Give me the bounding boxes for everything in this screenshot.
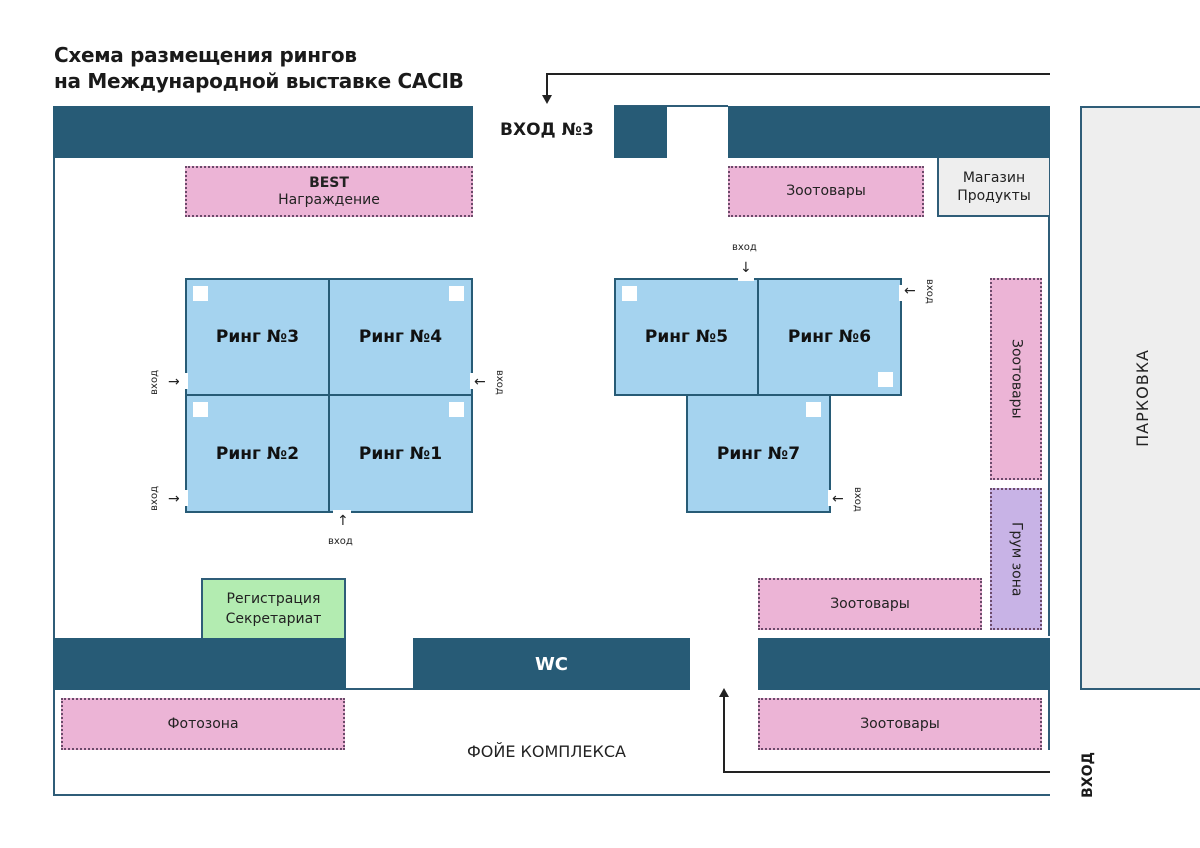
entrance-label-ring-5: вход [732, 242, 757, 253]
hall-wall-right-top [1048, 106, 1050, 636]
judge-table-ring-3 [193, 286, 208, 301]
best-subtitle: Награждение [278, 191, 380, 208]
entrance-3-label: ВХОД №3 [500, 120, 594, 140]
map-title: Схема размещения рингов на Международной… [54, 42, 464, 94]
ring-4-entrance-gap [470, 373, 473, 389]
ring-7-entrance-gap [828, 490, 831, 506]
ring-3-entrance-gap [185, 373, 188, 389]
pet-goods-top-label: Зоотовары [786, 183, 866, 199]
pet-goods-right-vertical: Зоотовары [990, 278, 1042, 480]
wall-passage-line [346, 688, 413, 690]
route-line-bottom-vertical [723, 696, 725, 773]
arrow-up-icon: ↑ [337, 513, 349, 529]
wall-top-middle [614, 106, 667, 158]
ring-1-entrance-gap [333, 510, 351, 513]
entrance-label-ring-1: вход [328, 536, 353, 547]
ring-1-label: Ринг №1 [358, 443, 443, 464]
judge-table-ring-7 [806, 402, 821, 417]
parking-area: ПАРКОВКА [1080, 106, 1200, 690]
judge-table-ring-5 [622, 286, 637, 301]
entrance-label-ring-2: вход [149, 486, 160, 511]
groom-zone: Грум зона [990, 488, 1042, 630]
wall-top-right [728, 106, 1050, 158]
route-arrow-down-icon [542, 95, 552, 104]
ring-1[interactable]: Ринг №1 [328, 394, 473, 513]
wall-top-left [53, 106, 473, 158]
pet-goods-right-label: Зоотовары [1008, 339, 1025, 419]
entrance-label-ring-4: вход [494, 370, 505, 395]
entrance-right-label: ВХОД [1080, 752, 1096, 798]
registration-line2: Секретариат [225, 611, 322, 627]
entrance-label-ring-3: вход [149, 370, 160, 395]
shop-line1: Магазин [962, 169, 1026, 186]
gate-top-line [614, 105, 728, 107]
wall-bottom-right [758, 638, 1050, 690]
ring-5-label: Ринг №5 [644, 327, 729, 347]
arrow-right-icon: → [168, 374, 180, 390]
groom-zone-label: Грум зона [1008, 521, 1025, 597]
hall-wall-bottom [53, 794, 1050, 796]
map-title-line1: Схема размещения рингов [54, 43, 357, 67]
judge-table-ring-1 [449, 402, 464, 417]
wall-bottom-left [53, 638, 346, 690]
shop-line2: Продукты [957, 187, 1031, 204]
ring-6[interactable]: Ринг №6 [757, 278, 902, 396]
arrow-right-icon: → [168, 491, 180, 507]
foyer-label: ФОЙЕ КОМПЛЕКСА [467, 742, 626, 761]
ring-2[interactable]: Ринг №2 [185, 394, 330, 513]
judge-table-ring-4 [449, 286, 464, 301]
pet-goods-middle-label: Зоотовары [830, 595, 910, 612]
arrow-left-icon: ← [832, 491, 844, 507]
pet-goods-bottom: Зоотовары [758, 698, 1042, 750]
route-line-bottom-horizontal [723, 771, 1050, 773]
entrance-label-ring-7: вход [852, 487, 863, 512]
registration-line1: Регистрация [226, 591, 321, 607]
parking-label: ПАРКОВКА [1132, 349, 1152, 447]
ring-2-entrance-gap [185, 490, 188, 506]
judge-table-ring-2 [193, 402, 208, 417]
photo-zone-label: Фотозона [167, 715, 239, 732]
arrow-left-icon: ← [474, 374, 486, 390]
ring-3-label: Ринг №3 [215, 327, 300, 347]
pet-goods-bottom-label: Зоотовары [860, 715, 940, 732]
ring-6-label: Ринг №6 [787, 327, 872, 347]
best-award-zone: BEST Награждение [185, 166, 473, 217]
ring-2-label: Ринг №2 [215, 443, 300, 464]
ring-5-entrance-gap [738, 278, 754, 281]
hall-wall-left [53, 106, 55, 796]
map-title-line2: на Международной выставке CACIB [54, 69, 464, 93]
route-line-top-vertical [546, 73, 548, 97]
ring-4-label: Ринг №4 [358, 327, 443, 347]
arrow-down-icon: ↓ [740, 260, 752, 276]
pet-goods-middle: Зоотовары [758, 578, 982, 630]
wc-block: WC [413, 638, 690, 690]
registration-secretariat: Регистрация Секретариат [201, 578, 346, 638]
pet-goods-top: Зоотовары [728, 166, 924, 217]
arrow-left-icon: ← [904, 283, 916, 299]
route-arrow-up-icon [719, 688, 729, 697]
wc-label: WC [534, 653, 569, 675]
hall-wall-right-bottom [1048, 690, 1050, 750]
judge-table-ring-6 [878, 372, 893, 387]
grocery-shop: Магазин Продукты [937, 158, 1049, 217]
route-line-top-horizontal [546, 73, 1050, 75]
ring-6-entrance-gap [899, 285, 902, 301]
ring-4[interactable]: Ринг №4 [328, 278, 473, 396]
ring-7-label: Ринг №7 [716, 443, 801, 464]
photo-zone: Фотозона [61, 698, 345, 750]
entrance-label-ring-6: вход [924, 279, 935, 304]
best-title: BEST [309, 174, 349, 191]
